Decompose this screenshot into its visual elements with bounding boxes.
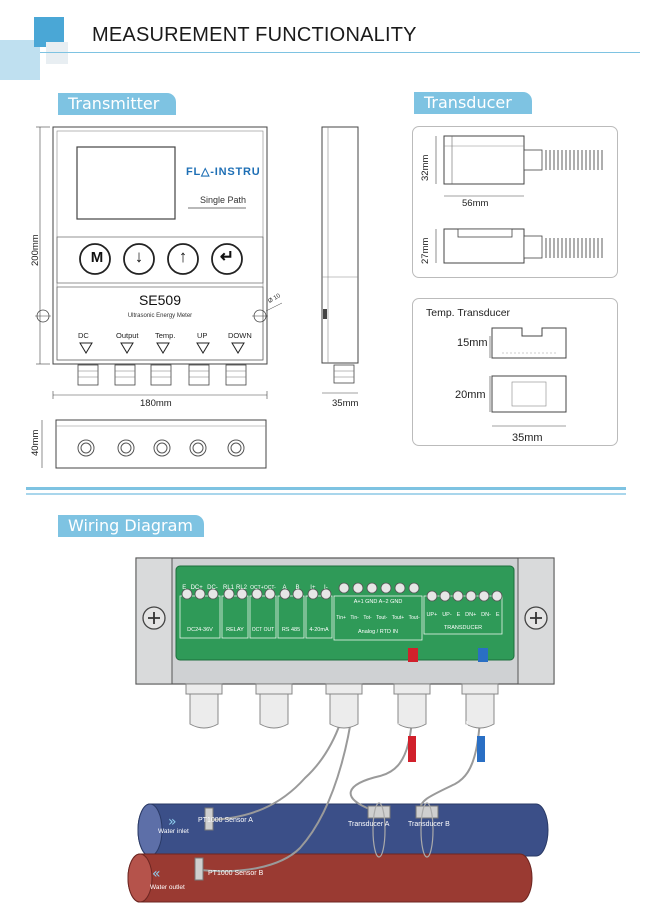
dim-depth-35: 35mm [332, 398, 359, 409]
term-i-minus: I- [324, 585, 328, 591]
key-menu-glyph: M [90, 249, 104, 266]
terms-analog: Tin+ Tin- Tot- Tout- Tout+ Tout- [334, 615, 422, 621]
term-i-plus: I+ [310, 585, 316, 591]
terms-dc: E DC+ DC- [180, 585, 220, 591]
term-b: B [295, 585, 300, 591]
temp-transducer-panel [412, 298, 618, 446]
label-sensor-a: PT1000 Sensor A [198, 817, 253, 824]
terms-oct: OCT+ OCT- [250, 585, 276, 591]
svg-text:«: « [152, 866, 161, 882]
wiring-diagram: » « [127, 557, 555, 903]
key-up [167, 243, 199, 275]
header-deco-square-light [0, 40, 40, 80]
model-subtitle: Ultrasonic Energy Meter [127, 313, 193, 319]
section-divider-light [26, 493, 626, 495]
label-sensor-b: PT1000 Sensor B [208, 870, 264, 877]
label-up-stream: UP Stream [396, 722, 400, 740]
indicator-up: UP [197, 331, 208, 340]
pipe-inlet [137, 803, 549, 857]
dim-bottom-40: 40mm [30, 429, 41, 456]
single-path-label: Single Path [200, 195, 247, 205]
header-deco-square-grey [46, 42, 68, 64]
indicator-temp: Temp. [155, 331, 176, 340]
term-e: E [182, 585, 187, 591]
pipe-outlet [127, 853, 533, 903]
term-dn-minus: DN- [481, 612, 491, 618]
terms-transducer: UP+ UP- E DN+ DN- E [424, 612, 502, 618]
term-up-plus: UP+ [426, 612, 438, 618]
term-oct-minus: OCT- [263, 585, 276, 591]
key-menu [79, 243, 111, 275]
term-up-minus: UP- [442, 612, 452, 618]
indicator-output: Output [116, 331, 139, 340]
svg-text:»: » [168, 814, 177, 830]
terms-rs485: A B [278, 585, 304, 591]
arrow-up-icon: ↑ [178, 247, 188, 266]
label-water-inlet: Water inlet [158, 828, 189, 835]
dim-20: 20mm [455, 389, 486, 401]
page-title: MEASUREMENT FUNCTIONALITY [92, 24, 417, 46]
term-a: A [282, 585, 287, 591]
term-rl2: RL2 [235, 585, 247, 591]
term-dc-minus: DC- [207, 585, 218, 591]
indicator-dc: DC [78, 331, 89, 340]
arrow-down-icon: ↓ [134, 247, 144, 266]
label-transducer: TRANSDUCER [443, 625, 483, 631]
display-window [76, 146, 176, 220]
label-transducer-b: Transducer B [408, 821, 450, 828]
label-analog-rtd: Analog / RTD IN [358, 629, 398, 635]
transmitter-bottom-view [55, 419, 267, 469]
term-rl1: RL1 [222, 585, 234, 591]
terms-4-20ma: I+ I- [306, 585, 332, 591]
section-tag-wiring: Wiring Diagram [58, 515, 204, 537]
term-dc-plus: DC+ [190, 585, 203, 591]
temp-transducer-drawing [489, 327, 567, 427]
label-water-outlet: Water outlet [150, 884, 185, 891]
term-e-t1: E [456, 612, 461, 618]
term-tout-plus: Tout+ [391, 615, 405, 621]
term-oct-plus: OCT+ [250, 585, 264, 591]
transducer-drawing [435, 135, 603, 264]
term-tot-minus: Tot- [363, 615, 372, 621]
label-analog-top: A+1 GND A−2 GND [353, 599, 403, 605]
dim-width-180: 180mm [140, 398, 172, 409]
dim-27: 27mm [420, 237, 431, 264]
term-tin-minus: Tin- [350, 615, 359, 621]
dim-height-200: 200mm [30, 234, 41, 266]
terms-relay: RL1 RL2 [222, 585, 248, 591]
term-tin-plus: Tin+ [336, 615, 346, 621]
label-transducer-a: Transducer A [348, 821, 390, 828]
indicator-down: DOWN [228, 331, 252, 340]
term-tout-minus-b: Tout- [408, 615, 420, 621]
section-divider [26, 487, 626, 490]
label-dc24-36v: DC24-36V [187, 627, 213, 633]
transmitter-side-view [321, 126, 359, 394]
term-tout-minus-a: Tout- [376, 615, 388, 621]
label-oct-out: OCT OUT [251, 627, 275, 633]
key-enter [211, 243, 243, 275]
dim-35-temp: 35mm [512, 432, 543, 444]
term-dn-plus: DN+ [465, 612, 477, 618]
label-relay: RELAY [226, 627, 244, 633]
brand-logo: FL△-INSTRU [186, 166, 261, 178]
section-tag-transmitter: Transmitter [58, 93, 176, 115]
section-tag-transducer: Transducer [414, 92, 532, 114]
enter-icon: ↵ [219, 247, 235, 266]
label-4-20ma: 4-20mA [309, 627, 329, 633]
transmitter-drawing [35, 126, 283, 469]
dim-32: 32mm [420, 154, 431, 181]
term-e-t2: E [495, 612, 500, 618]
dim-56: 56mm [462, 198, 489, 209]
dim-15: 15mm [457, 337, 488, 349]
model-name: SE509 [138, 292, 182, 308]
terminal-board [175, 565, 515, 661]
label-down-stream: DOWN Stream [465, 720, 469, 744]
temp-transducer-title: Temp. Transducer [426, 307, 511, 319]
label-rs485: RS 485 [281, 627, 301, 633]
header-rule [40, 52, 640, 53]
key-down [123, 243, 155, 275]
